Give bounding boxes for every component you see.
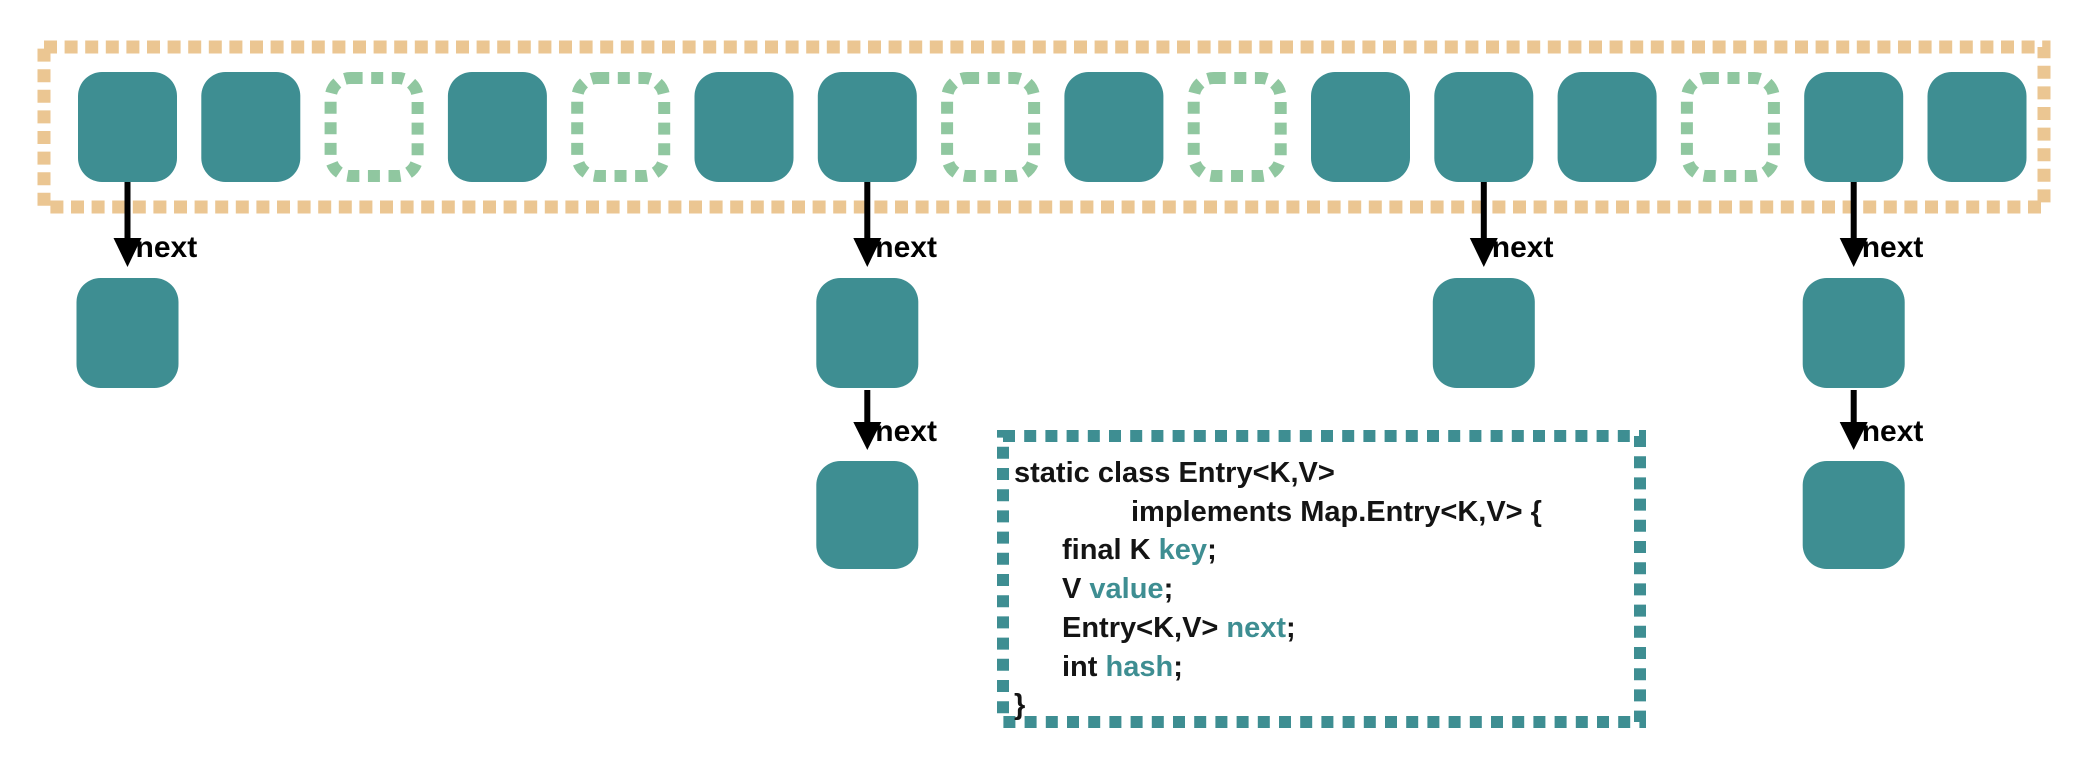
- code-line-2: final K key;: [1062, 534, 1217, 566]
- next-label: next: [136, 231, 198, 264]
- chain-0-arrow-1: next: [113, 182, 198, 267]
- code-box-border: [997, 430, 1646, 728]
- code-field-name: key: [1159, 534, 1207, 566]
- bucket-empty-13: [1680, 72, 1780, 182]
- bucket-filled-10: [1311, 72, 1410, 182]
- bucket-empty-2: [324, 72, 424, 182]
- code-segment: ;: [1286, 612, 1296, 644]
- code-field-name: hash: [1106, 651, 1174, 683]
- next-label: next: [1862, 231, 1924, 264]
- entry-chain-3: [1802, 278, 1905, 569]
- entry-chain-1: [816, 278, 919, 569]
- chain-3-arrow-2: next: [1839, 390, 1924, 450]
- bucket-filled-0: [78, 72, 177, 182]
- next-label: next: [1492, 231, 1554, 264]
- entry-class-code-box: static class Entry<K,V> implements Map.En…: [997, 430, 1646, 728]
- next-label: next: [1862, 415, 1924, 448]
- code-segment: }: [1014, 689, 1025, 721]
- entry-node: [816, 461, 919, 569]
- bucket-empty-4: [571, 72, 671, 182]
- bucket-filled-15: [1927, 72, 2027, 182]
- code-segment: int: [1062, 651, 1106, 683]
- arrowhead-icon: [1839, 238, 1868, 267]
- arrowhead-icon: [1469, 238, 1498, 267]
- bucket-filled-11: [1434, 72, 1534, 182]
- code-segment: V: [1062, 573, 1089, 605]
- entry-node: [76, 278, 179, 388]
- next-label: next: [875, 231, 937, 264]
- next-label: next: [875, 415, 937, 448]
- bucket-filled-1: [201, 72, 301, 182]
- chain-1-arrow-2: next: [853, 390, 937, 450]
- chain-3-arrow-1: next: [1839, 182, 1924, 267]
- code-field-name: value: [1089, 573, 1163, 605]
- chain-2-arrow-1: next: [1469, 182, 1554, 267]
- code-line-4: Entry<K,V> next;: [1062, 612, 1296, 644]
- bucket-empty-7: [941, 72, 1041, 182]
- code-line-3: V value;: [1062, 573, 1173, 605]
- arrowhead-icon: [853, 422, 882, 450]
- entry-chain-0: [76, 278, 179, 388]
- arrowhead-icon: [113, 238, 142, 267]
- code-segment: ;: [1164, 573, 1174, 605]
- bucket-filled-5: [694, 72, 794, 182]
- entry-chain-2: [1432, 278, 1535, 388]
- bucket-filled-14: [1804, 72, 1904, 182]
- entry-node: [1802, 278, 1905, 388]
- entry-node: [1802, 461, 1905, 569]
- code-line-1: implements Map.Entry<K,V> {: [1131, 496, 1542, 528]
- arrowhead-icon: [853, 238, 882, 267]
- code-line-5: int hash;: [1062, 651, 1183, 683]
- bucket-array-border: [37, 40, 2051, 214]
- entry-node: [816, 278, 919, 388]
- bucket-empty-9: [1187, 72, 1287, 182]
- code-segment: static class Entry<K,V>: [1014, 457, 1335, 489]
- code-line-6: }: [1014, 689, 1025, 721]
- code-segment: implements Map.Entry<K,V> {: [1131, 496, 1542, 528]
- bucket-filled-8: [1064, 72, 1164, 182]
- bucket-filled-12: [1557, 72, 1657, 182]
- entry-node: [1432, 278, 1535, 388]
- arrowhead-icon: [1839, 422, 1868, 450]
- code-line-0: static class Entry<K,V>: [1014, 457, 1335, 489]
- code-segment: final K: [1062, 534, 1159, 566]
- code-segment: ;: [1173, 651, 1183, 683]
- code-segment: Entry<K,V>: [1062, 612, 1226, 644]
- code-segment: ;: [1207, 534, 1217, 566]
- bucket-filled-6: [817, 72, 917, 182]
- bucket-filled-3: [447, 72, 547, 182]
- chain-1-arrow-1: next: [853, 182, 937, 267]
- code-field-name: next: [1226, 612, 1286, 644]
